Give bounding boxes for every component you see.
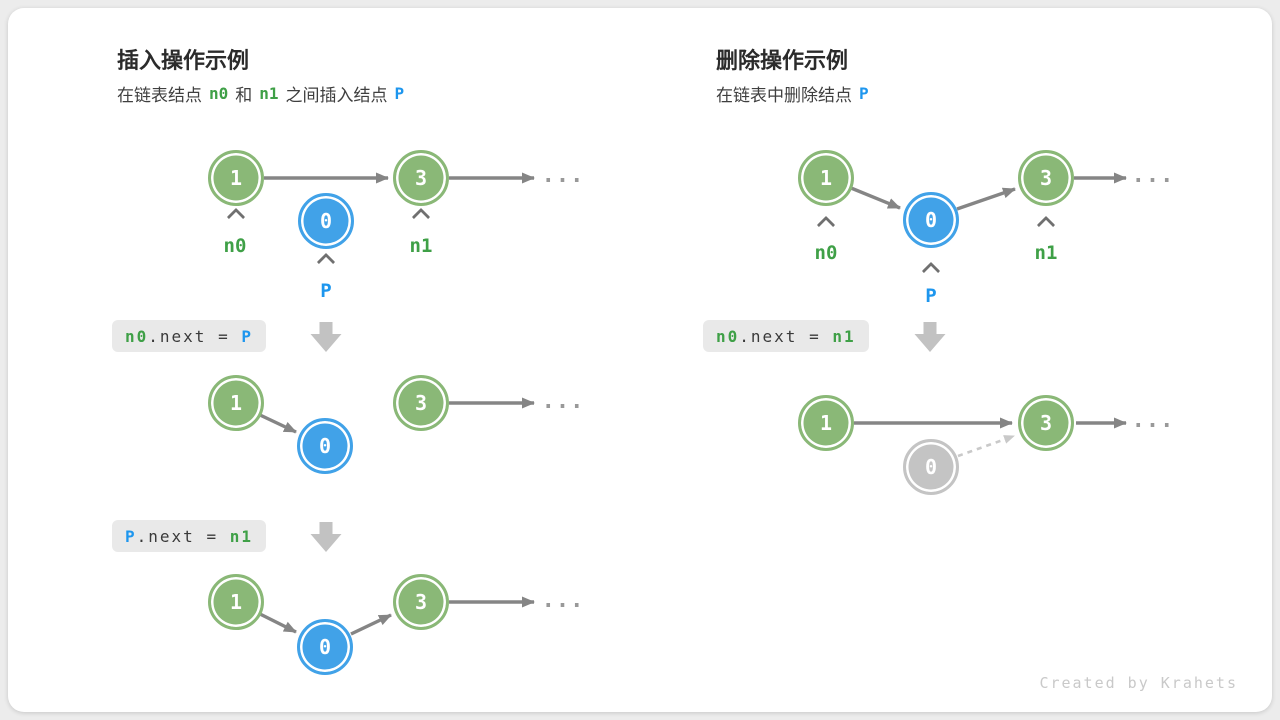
code-token: n0 xyxy=(716,326,740,346)
subtitle-text: 在链表结点 xyxy=(117,86,202,105)
ellipsis: ... xyxy=(541,163,585,188)
list-node-0: 0 xyxy=(298,193,354,249)
ellipsis: ... xyxy=(541,588,585,613)
ellipsis: ... xyxy=(1131,408,1175,433)
subtitle-token-n1: n1 xyxy=(259,84,279,103)
list-node-3: 3 xyxy=(393,150,449,206)
subtitle-token-p: P xyxy=(394,84,405,103)
code-token: P xyxy=(241,326,253,346)
code-box-delete-1: n0 .next = n1 xyxy=(703,320,869,352)
code-token: P xyxy=(125,526,137,546)
figure-card xyxy=(8,8,1272,712)
list-node-1: 1 xyxy=(208,574,264,630)
code-token: n1 xyxy=(832,326,856,346)
subtitle-text: 之间插入结点 xyxy=(285,86,388,105)
code-token: n0 xyxy=(125,326,149,346)
list-node-0: 0 xyxy=(297,619,353,675)
list-node-3: 3 xyxy=(393,574,449,630)
subtitle-text: 在链表中删除结点 xyxy=(716,86,852,105)
subtitle-text: 和 xyxy=(235,86,253,105)
credit-text: Created by Krahets xyxy=(1039,674,1238,692)
code-box-insert-1: n0 .next = P xyxy=(112,320,266,352)
list-node-1: 1 xyxy=(798,395,854,451)
code-token: .next = xyxy=(136,526,230,546)
pointer-label-p: P xyxy=(320,280,332,302)
subtitle-token-n0: n0 xyxy=(209,84,229,103)
list-node-0: 0 xyxy=(297,418,353,474)
code-token: .next = xyxy=(148,326,242,346)
pointer-label-n1: n1 xyxy=(409,235,433,257)
code-token: .next = xyxy=(739,326,833,346)
code-box-insert-2: P .next = n1 xyxy=(112,520,266,552)
insert-section-title: 插入操作示例 xyxy=(117,48,250,73)
list-node-1: 1 xyxy=(798,150,854,206)
list-node-3: 3 xyxy=(1018,395,1074,451)
delete-section-title: 删除操作示例 xyxy=(716,48,849,73)
insert-section-subtitle: 在链表结点 n0 和 n1 之间插入结点 P xyxy=(117,81,411,106)
pointer-label-n1: n1 xyxy=(1034,242,1058,264)
pointer-label-n0: n0 xyxy=(223,235,247,257)
list-node-0: 0 xyxy=(903,192,959,248)
list-node-0-removed: 0 xyxy=(903,439,959,495)
delete-section-subtitle: 在链表中删除结点 P xyxy=(716,81,876,106)
ellipsis: ... xyxy=(1131,163,1175,188)
list-node-3: 3 xyxy=(393,375,449,431)
list-node-3: 3 xyxy=(1018,150,1074,206)
pointer-label-p: P xyxy=(925,285,937,307)
ellipsis: ... xyxy=(541,389,585,414)
code-token: n1 xyxy=(229,526,253,546)
pointer-label-n0: n0 xyxy=(814,242,838,264)
list-node-1: 1 xyxy=(208,375,264,431)
list-node-1: 1 xyxy=(208,150,264,206)
subtitle-token-p: P xyxy=(859,84,869,103)
